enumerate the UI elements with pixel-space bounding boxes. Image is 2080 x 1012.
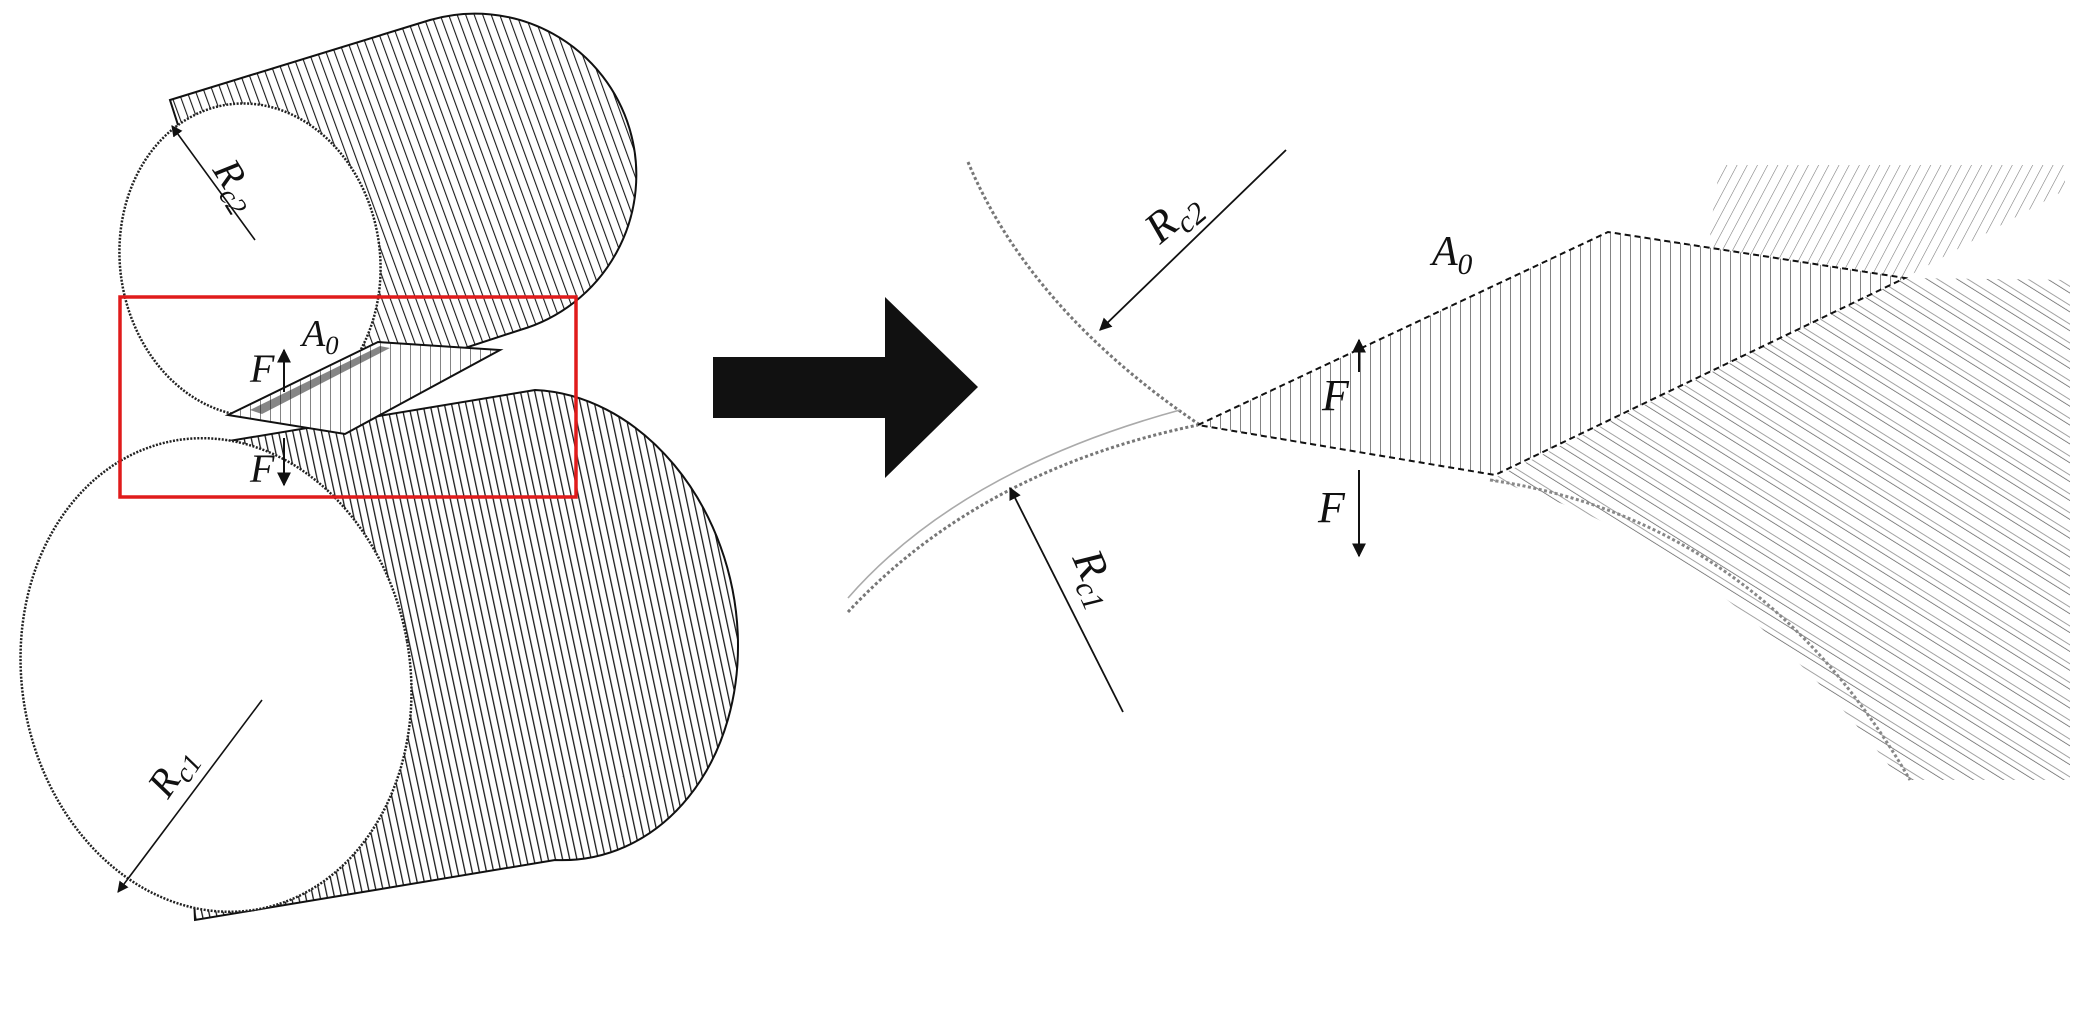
zoom-large-roller <box>1490 278 2070 780</box>
large-cylinder-face <box>19 436 413 914</box>
zoom-large-roller-edge <box>846 423 1199 614</box>
zoom-contact-area <box>1194 230 1909 477</box>
contact-area-strip <box>224 340 504 436</box>
left-panel: Rc2 Rc1 A0 F F <box>19 12 739 922</box>
left-label-force-lower: F <box>249 446 275 491</box>
right-label-force-lower: F <box>1317 483 1346 532</box>
right-label-rc2: Rc2 <box>1134 179 1213 258</box>
right-label-a0: A0 <box>1429 229 1473 281</box>
right-panel: Rc2 A0 Rc1 F F <box>846 149 2070 781</box>
highlight-box <box>118 295 578 499</box>
zoom-small-roller <box>1710 165 2065 284</box>
zoom-small-roller-edge <box>966 161 1201 427</box>
left-label-force-upper: F <box>249 346 275 391</box>
right-label-force-upper: F <box>1321 371 1350 420</box>
transition-arrow <box>713 297 978 478</box>
left-label-a0: A0 <box>299 313 339 360</box>
